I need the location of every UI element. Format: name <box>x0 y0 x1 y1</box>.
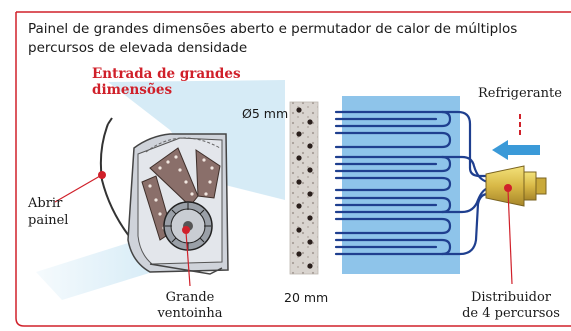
fan-label-line2: ventoinha <box>157 306 223 321</box>
distributor-icon <box>485 165 547 207</box>
open-panel <box>99 123 133 241</box>
refrigerant-label: Refrigerante <box>478 86 562 101</box>
callout-dot-icon <box>98 171 106 179</box>
callout-dot-icon <box>504 184 512 192</box>
fin-pitch-label: 20 mm <box>284 290 329 305</box>
callout-dot-icon <box>182 226 190 234</box>
tube-diameter-label: Ø5 mm <box>242 106 289 121</box>
refrigerant-flow-arrow-icon <box>492 140 540 160</box>
callout-line-panel <box>54 175 101 203</box>
refrigerant-tubes <box>334 110 490 256</box>
diagram-title: Painel de grandes dimensões aberto e per… <box>28 21 518 56</box>
callout-line-distributor <box>507 189 513 285</box>
frame-border <box>15 11 571 327</box>
intake-label-line1: Entrada de grandes <box>92 66 241 82</box>
fan-label-line1: Grande <box>165 290 215 305</box>
intake-label-line2: dimensões <box>92 82 173 98</box>
fin-closeup <box>289 101 319 275</box>
callout-line-fan <box>185 231 191 287</box>
indoor-unit <box>127 133 229 275</box>
distributor-label-line2: de 4 percursos <box>462 306 560 321</box>
distributor-label-line1: Distribuidor <box>470 290 552 305</box>
open-panel-label-line1: Abrir <box>28 196 63 211</box>
open-panel-label-line2: painel <box>28 213 69 228</box>
